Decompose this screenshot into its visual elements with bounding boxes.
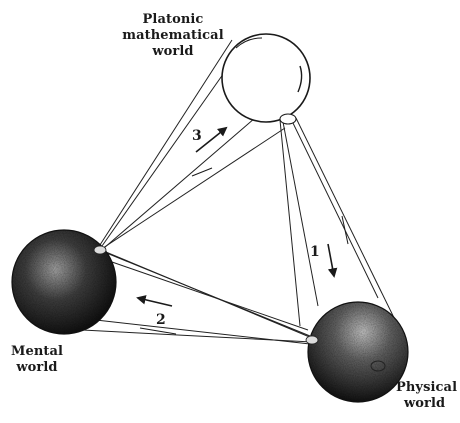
platonic-world-label: Platonic mathematical world: [118, 12, 228, 60]
physical-world-label: Physical world: [396, 380, 460, 412]
physical-world-sphere: [306, 302, 408, 402]
mental-world-sphere: [12, 230, 116, 334]
arrow-3-label: 3: [192, 128, 202, 144]
platonic-label-line-1: Platonic: [118, 12, 228, 28]
mental-label-line-1: Mental: [8, 344, 66, 360]
physical-label-line-2: world: [396, 396, 460, 412]
arrow-3: 3: [192, 128, 226, 176]
mental-label-line-2: world: [8, 360, 66, 376]
mental-world-label: Mental world: [8, 344, 66, 376]
platonic-label-line-2: mathematical: [118, 28, 228, 44]
platonic-world-sphere: [222, 34, 310, 124]
physical-label-line-1: Physical: [396, 380, 460, 396]
arrow-2-label: 2: [156, 312, 166, 328]
arrow-1-label: 1: [310, 244, 320, 260]
platonic-label-line-3: world: [118, 44, 228, 60]
cone-platonic-to-physical: [280, 118, 400, 330]
